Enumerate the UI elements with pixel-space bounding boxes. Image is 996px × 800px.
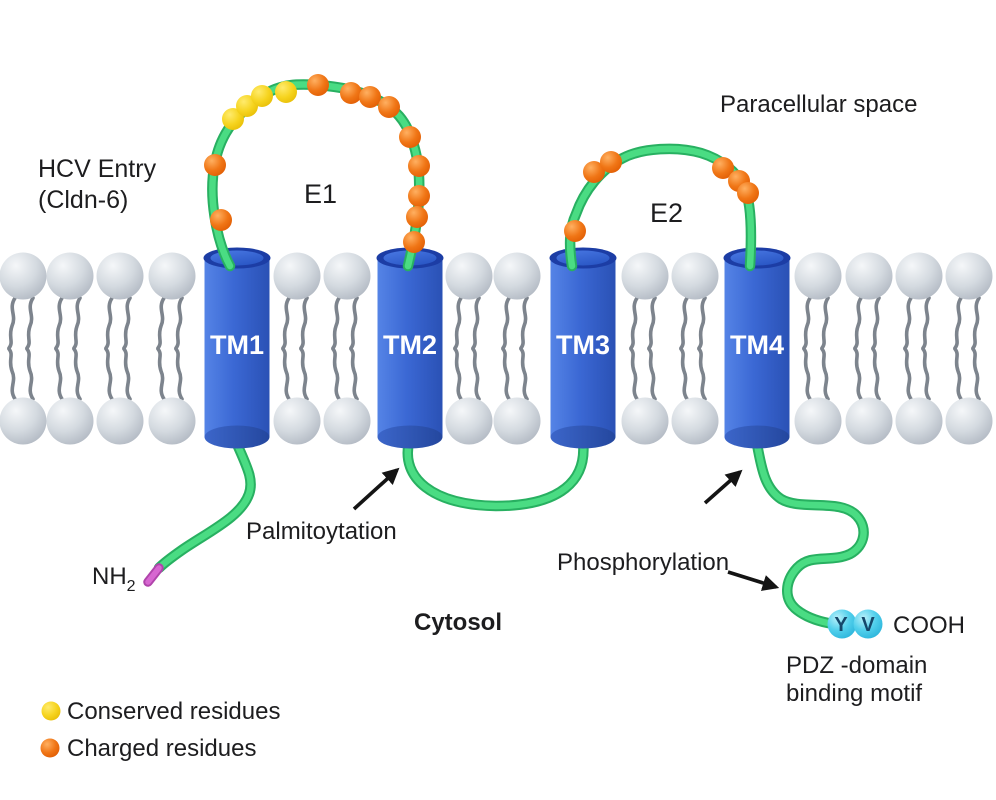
lipid-bilayer [0, 250, 995, 447]
e2-label: E2 [650, 198, 683, 228]
nh2-main: NH [92, 563, 127, 590]
charged-legend-label: Charged residues [67, 735, 256, 762]
lipid-bottom [669, 347, 721, 447]
phosphorylation-arrow [727, 570, 780, 591]
tm4-palmitoylation-arrow [703, 469, 743, 505]
v-residue-circle [853, 609, 883, 639]
charged-residue-dot [204, 154, 226, 176]
lipid-top [943, 250, 995, 350]
lipid-bottom [491, 347, 543, 447]
v-residue-letter: V [861, 614, 875, 636]
paracellular-space-label: Paracellular space [720, 91, 917, 118]
charged-residue-dot [403, 231, 425, 253]
pdz-label-line1: PDZ -domain [786, 652, 927, 679]
lipid-bottom [893, 347, 945, 447]
tm4-cylinder: TM4 [723, 247, 791, 449]
pdz-motif-residues: Y V [827, 609, 883, 639]
lipid-top [792, 250, 844, 350]
lipid-top [0, 250, 49, 350]
charged-residue-dot [399, 126, 421, 148]
charged-residue-dot [210, 209, 232, 231]
charged-legend-dot [40, 738, 60, 758]
charged-residue-dot [564, 220, 586, 242]
charged-residue-dot [600, 151, 622, 173]
conserved-legend-label: Conserved residues [67, 698, 280, 725]
tm4-label: TM4 [730, 330, 784, 360]
lipid-top [843, 250, 895, 350]
lipid-top [443, 250, 495, 350]
tm1-label: TM1 [210, 330, 264, 360]
cytosol-label: Cytosol [414, 609, 502, 636]
y-residue-circle [827, 609, 857, 639]
charged-residue-dot [340, 82, 362, 104]
tm2-cylinder: TM2 [376, 247, 444, 449]
charged-residue-dot [408, 185, 430, 207]
lipid-bottom [94, 347, 146, 447]
tm1-cylinder: TM1 [203, 247, 271, 449]
lipid-bottom [321, 347, 373, 447]
charged-residue-dot [712, 157, 734, 179]
lipid-bottom [843, 347, 895, 447]
y-residue-letter: Y [834, 614, 848, 636]
e1-label: E1 [304, 179, 337, 209]
lipid-top [271, 250, 323, 350]
nh2-subscript: 2 [127, 578, 136, 595]
lipid-top [44, 250, 96, 350]
palmitoylation-arrow [352, 467, 400, 511]
charged-residue-dot [406, 206, 428, 228]
conserved-residue-dot [222, 108, 244, 130]
legend-item-charged: Charged residues [40, 735, 256, 762]
tm3-label: TM3 [556, 330, 610, 360]
lipid-bottom [0, 347, 49, 447]
nh2-label: NH2 [92, 563, 136, 595]
lipid-top [669, 250, 721, 350]
legend: Conserved residues Charged residues [40, 698, 280, 762]
diagram-title-line2: (Cldn-6) [38, 186, 128, 214]
lipid-bottom [443, 347, 495, 447]
n-terminal-tail [153, 438, 256, 574]
charged-residue-dot [737, 182, 759, 204]
charged-residue-dot [307, 74, 329, 96]
charged-residue-dot [408, 155, 430, 177]
lipid-top [94, 250, 146, 350]
pdz-label-line2: binding motif [786, 680, 922, 707]
tm3-cylinder: TM3 [549, 247, 617, 449]
charged-residue-dot [378, 96, 400, 118]
lipid-top [893, 250, 945, 350]
phosphorylation-label: Phosphorylation [557, 549, 729, 576]
lipid-bottom [792, 347, 844, 447]
charged-residue-dot [583, 161, 605, 183]
cooh-label: COOH [893, 612, 965, 639]
intracellular-loop [402, 436, 589, 512]
lipid-bottom [943, 347, 995, 447]
lipid-bottom [146, 347, 198, 447]
residue-dots [204, 74, 759, 253]
lipid-top [321, 250, 373, 350]
charged-residue-dot [359, 86, 381, 108]
legend-item-conserved: Conserved residues [41, 698, 280, 725]
lipid-bottom [271, 347, 323, 447]
tm2-label: TM2 [383, 330, 437, 360]
c-terminal-tail [751, 438, 869, 629]
lipid-top [146, 250, 198, 350]
diagram-title-line1: HCV Entry [38, 155, 157, 183]
lipid-top [619, 250, 671, 350]
lipid-bottom [619, 347, 671, 447]
conserved-residue-dot [251, 85, 273, 107]
lipid-bottom [44, 347, 96, 447]
palmitoylation-label: Palmitoytation [246, 518, 397, 545]
lipid-top [491, 250, 543, 350]
conserved-legend-dot [41, 701, 61, 721]
n-terminal-pink-tip [143, 563, 164, 587]
conserved-residue-dot [275, 81, 297, 103]
